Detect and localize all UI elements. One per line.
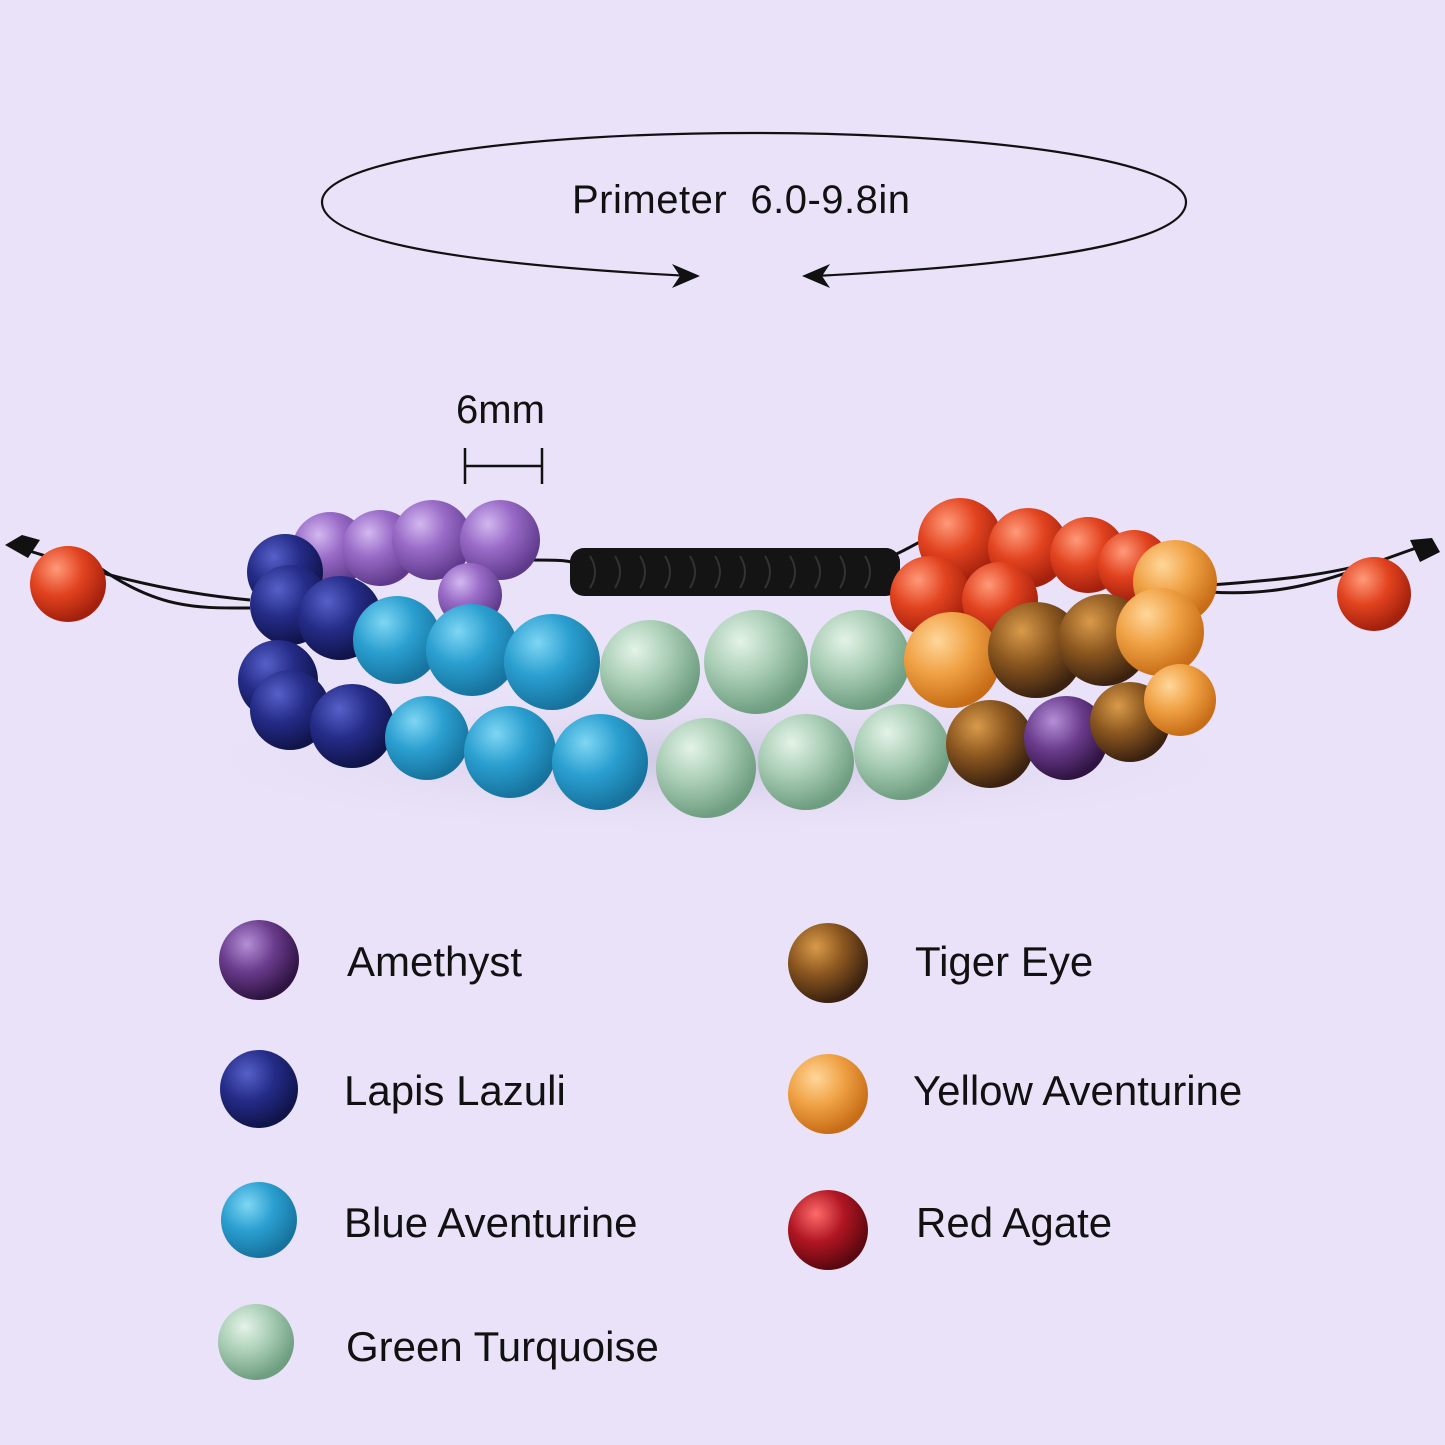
blue-aventurine-swatch bbox=[221, 1182, 297, 1258]
red-agate-swatch bbox=[788, 1190, 868, 1270]
end-bead-right bbox=[1337, 557, 1411, 631]
amethyst-swatch bbox=[219, 920, 299, 1000]
arrow-right-icon bbox=[672, 264, 700, 288]
perimeter-diagram bbox=[320, 131, 1188, 278]
perimeter-label: Primeter 6.0-9.8in bbox=[572, 180, 911, 220]
yellow-aventurine-swatch bbox=[788, 1054, 868, 1134]
green-turquoise-swatch bbox=[218, 1304, 294, 1380]
bead-scale-bar bbox=[463, 448, 544, 484]
arrow-left-icon bbox=[802, 264, 830, 288]
bracelet-front-row bbox=[353, 588, 1216, 818]
legend-item-blue-aventurine: Blue Aventurine bbox=[344, 1199, 638, 1246]
legend-item-green-turquoise: Green Turquoise bbox=[346, 1323, 659, 1370]
legend-item-yellow-aventurine: Yellow Aventurine bbox=[913, 1067, 1243, 1114]
legend-item-lapis-lazuli: Lapis Lazuli bbox=[344, 1067, 566, 1114]
bracelet-back-row bbox=[292, 498, 1217, 638]
legend-item-amethyst: Amethyst bbox=[347, 938, 523, 985]
legend-item-red-agate: Red Agate bbox=[916, 1199, 1113, 1246]
perimeter-title: Primeter bbox=[572, 178, 728, 222]
legend-item-tiger-eye: Tiger Eye bbox=[915, 938, 1094, 985]
macrame-knot bbox=[570, 548, 900, 596]
end-bead-left bbox=[30, 546, 106, 622]
lapis-lazuli-swatch bbox=[220, 1050, 298, 1128]
perimeter-value: 6.0-9.8in bbox=[750, 178, 911, 222]
tiger-eye-swatch bbox=[788, 923, 868, 1003]
bead-size-label: 6mm bbox=[456, 388, 545, 432]
legend-swatches bbox=[218, 920, 868, 1380]
